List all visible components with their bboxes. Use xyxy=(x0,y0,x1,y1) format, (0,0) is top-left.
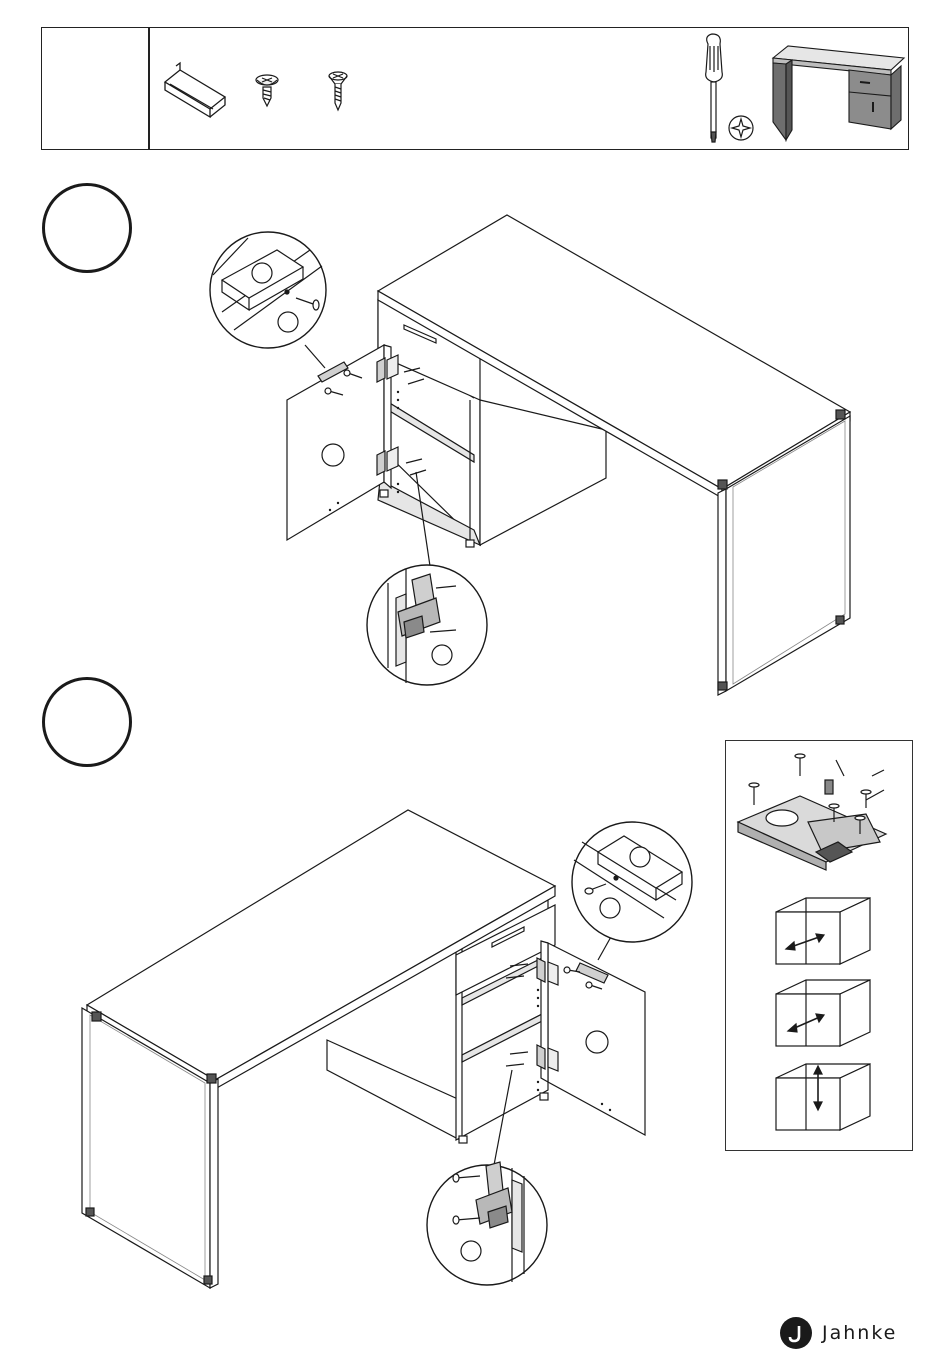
step-2-zoom-hinge xyxy=(427,1162,547,1285)
step-2-desk xyxy=(82,810,645,1288)
step-2-zoom-bracket xyxy=(572,822,692,942)
hinge-adjust-panel xyxy=(725,740,913,1151)
step-1-zoom-bracket xyxy=(210,232,326,348)
jahnke-logo-icon xyxy=(780,1317,812,1349)
step-1-number-circle xyxy=(42,183,132,273)
brand-logo: Jahnke xyxy=(780,1317,897,1349)
phillips-bit-icon xyxy=(729,116,753,140)
bracket-rail-icon xyxy=(165,63,225,117)
step-2-number-circle xyxy=(42,677,132,767)
pan-head-screw-icon xyxy=(256,75,278,106)
step-1-zoom-hinge xyxy=(367,565,487,685)
brand-name: Jahnke xyxy=(822,1322,897,1344)
phillips-screwdriver-icon xyxy=(706,34,723,142)
desk-preview-icon xyxy=(773,46,904,140)
countersunk-screw-icon xyxy=(329,72,347,110)
